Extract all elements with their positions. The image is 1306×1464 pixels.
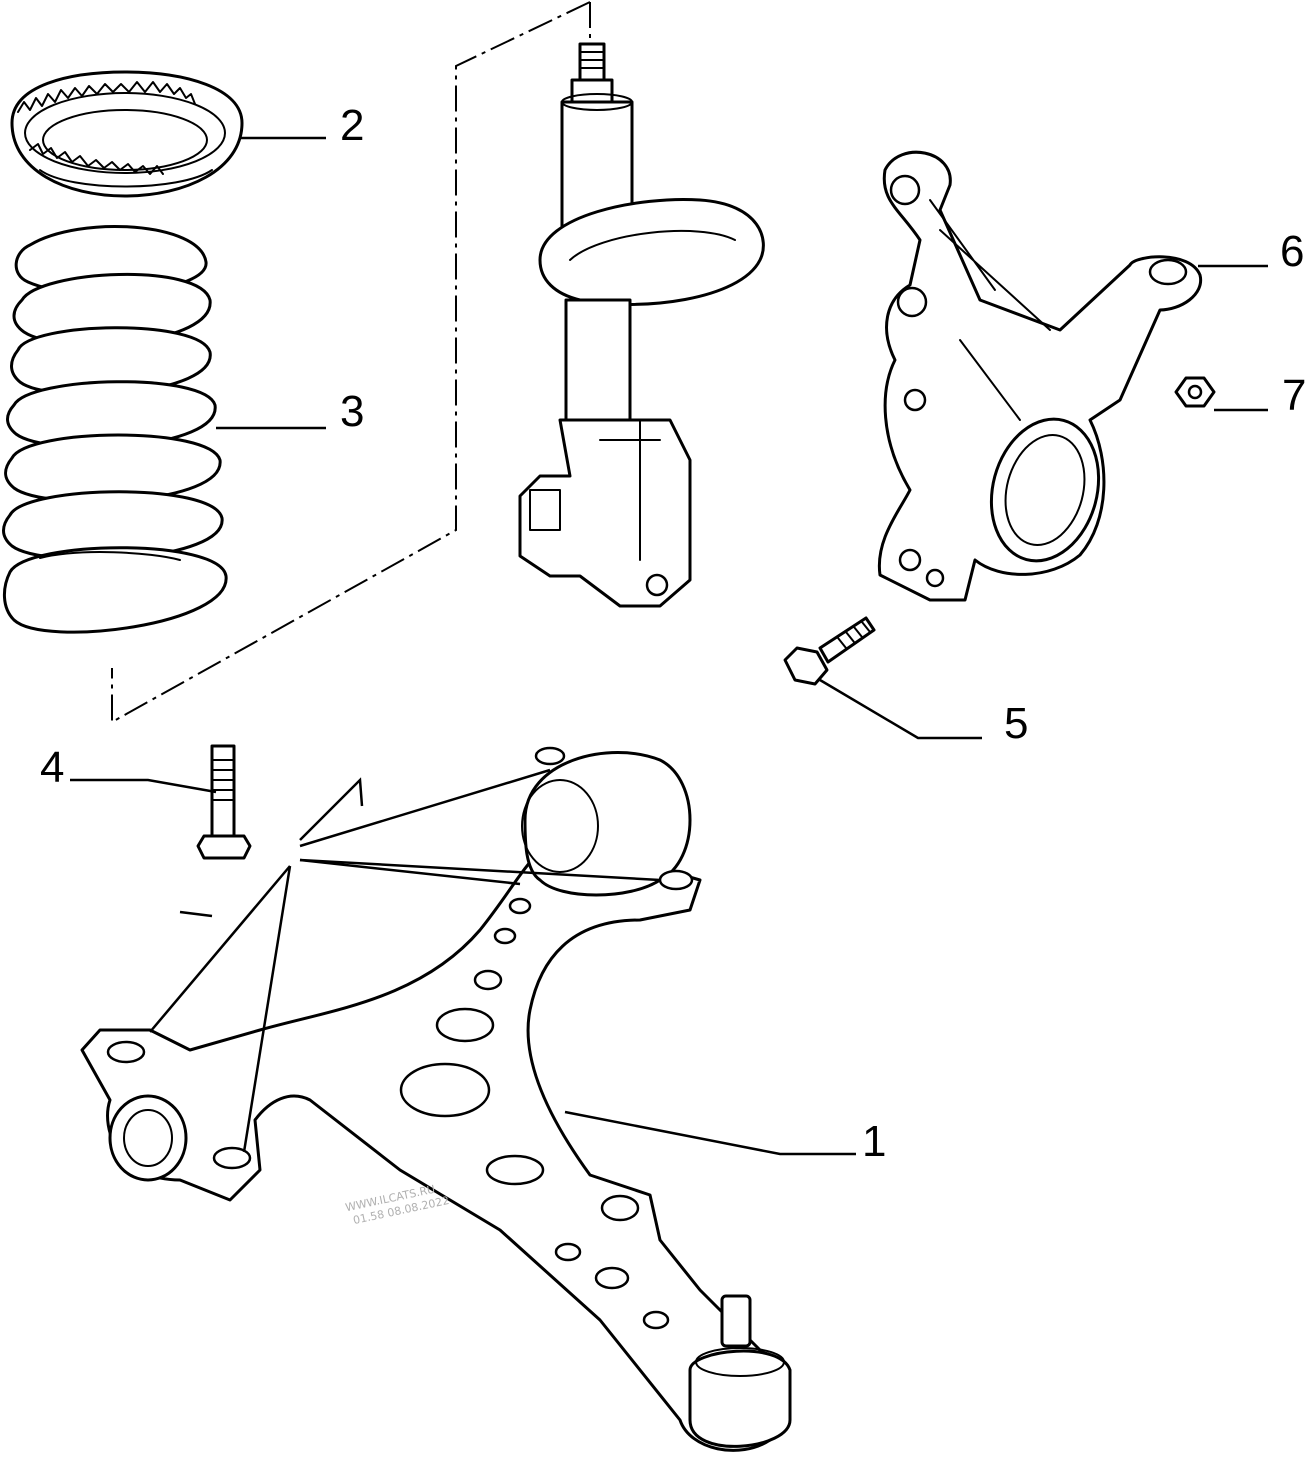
steering-knuckle (877, 150, 1203, 602)
callout-1: 1 (862, 1117, 886, 1166)
callout-5: 5 (1004, 699, 1028, 748)
nut (1174, 376, 1216, 408)
leader-lines (70, 136, 1268, 1156)
bolt-5 (783, 616, 876, 686)
callout-6: 6 (1280, 227, 1304, 276)
coil-spring (2, 225, 228, 634)
lower-control-arm (80, 746, 792, 1452)
watermark: WWW.ILCATS.RU 01.58 08.08.2022 (344, 1183, 450, 1227)
callout-labels: 1 2 3 4 5 6 7 (40, 101, 1306, 1166)
spring-upper-seat (10, 70, 244, 198)
assembly-axis-lines (111, 1, 591, 724)
bolt-4 (196, 744, 252, 860)
callout-4: 4 (40, 743, 64, 792)
callout-7: 7 (1282, 371, 1306, 420)
shock-absorber-strut (518, 42, 765, 608)
callout-3: 3 (340, 387, 364, 436)
callout-2: 2 (340, 101, 364, 150)
